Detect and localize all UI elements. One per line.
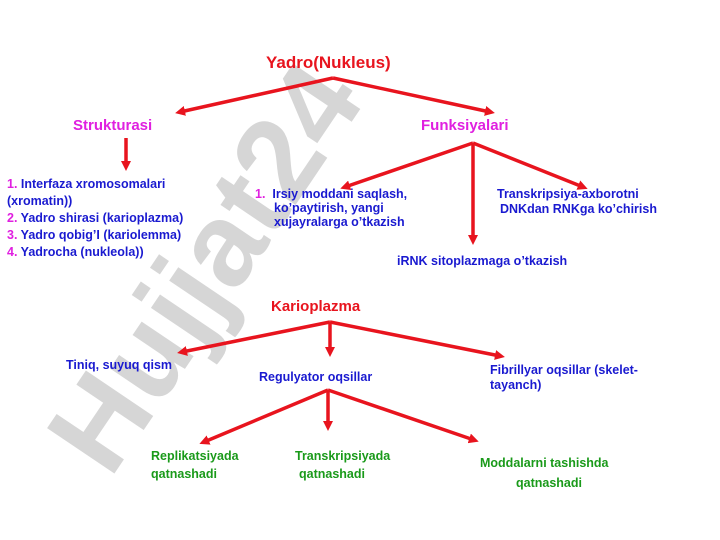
structure-heading: Strukturasi — [73, 117, 153, 134]
list-item: 3. Yadro qobig’I (kariolemma) — [7, 228, 182, 242]
karioplazma-clear-part: Tiniq, suyuq qism — [66, 358, 173, 372]
arrow-karioplazma-clear — [177, 320, 331, 356]
arrow-title-structure — [175, 76, 334, 116]
arrow-regulatory-replication — [199, 388, 329, 445]
arrow-regulatory-transport — [327, 388, 479, 444]
function-heading: Funksiyalari — [421, 117, 509, 134]
karioplazma-heading: Karioplazma — [271, 298, 361, 315]
function-item-3: iRNK sitoplazmaga o’tkazish — [397, 254, 568, 268]
list-item: 4. Yadrocha (nukleola)) — [7, 245, 144, 259]
list-item: (xromatin)) — [7, 194, 73, 208]
structure-list: 1. Interfaza xromosomalari (xromatin)) 2… — [7, 176, 183, 261]
list-item: 2. Yadro shirasi (karioplazma) — [7, 211, 184, 225]
arrow-karioplazma-fibrillar — [329, 320, 505, 360]
role-transcription: Transkripsiyada qatnashadi — [295, 449, 391, 481]
arrow-function-f1 — [340, 141, 474, 191]
page-title: Yadro(Nukleus) — [266, 53, 391, 72]
arrow-function-f2 — [472, 141, 588, 190]
karioplazma-fibrillar-proteins: Fibrillyar oqsillar (skelet- tayanch) — [490, 363, 638, 392]
arrow-title-function — [332, 76, 495, 116]
karioplazma-regulatory-proteins: Regulyator oqsillar — [259, 370, 373, 384]
function-item-2: Transkripsiya-axborotni DNKdan RNKga ko’… — [497, 187, 657, 216]
list-item: 1. Interfaza xromosomalari — [7, 177, 166, 191]
role-replication: Replikatsiyada qatnashadi — [151, 449, 239, 481]
function-item-1: 1. Irsiy moddani saqlash, ko’paytirish, … — [255, 187, 408, 229]
role-transport: Moddalarni tashishda qatnashadi — [480, 456, 609, 490]
